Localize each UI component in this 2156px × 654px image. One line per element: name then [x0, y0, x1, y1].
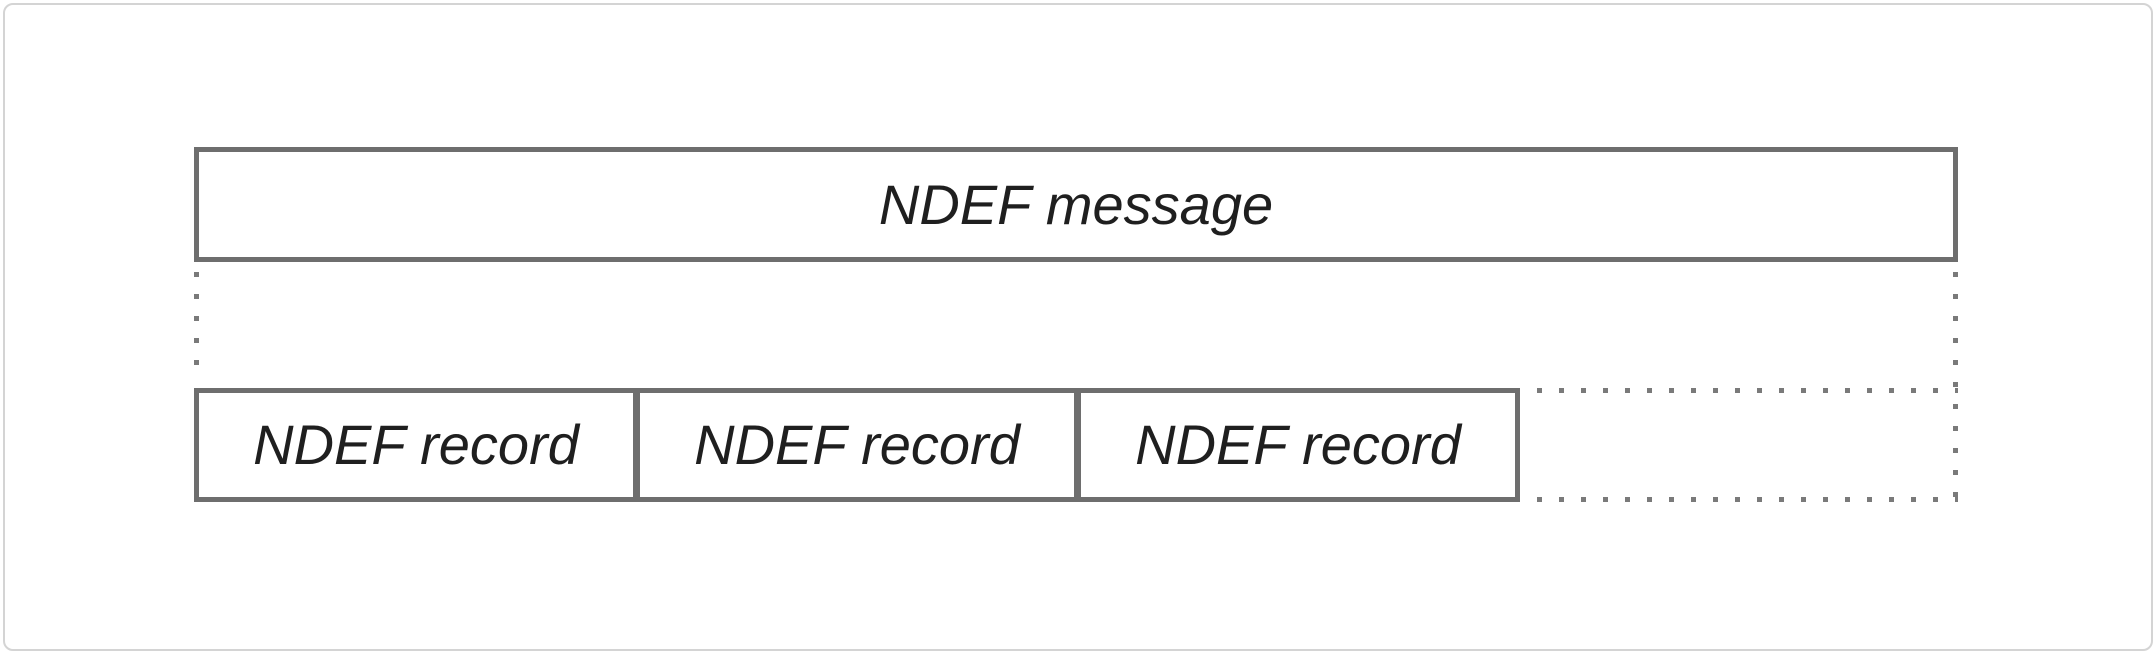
ndef-message-box: NDEF message	[194, 147, 1958, 262]
ndef-record-label: NDEF record	[1135, 413, 1461, 476]
dotted-continuation-bottom	[1537, 497, 1958, 502]
ndef-record-label: NDEF record	[694, 413, 1020, 476]
ndef-message-label: NDEF message	[878, 172, 1274, 236]
records-row: NDEF record NDEF record NDEF record	[194, 388, 1520, 502]
ndef-record-box: NDEF record	[635, 388, 1079, 502]
dotted-continuation-top	[1537, 388, 1958, 393]
page-frame	[3, 3, 2153, 651]
ndef-record-box: NDEF record	[194, 388, 638, 502]
ndef-record-box: NDEF record	[1076, 388, 1520, 502]
ndef-record-label: NDEF record	[253, 413, 579, 476]
dotted-connector-right	[1953, 272, 1958, 503]
dotted-connector-left	[194, 272, 199, 378]
